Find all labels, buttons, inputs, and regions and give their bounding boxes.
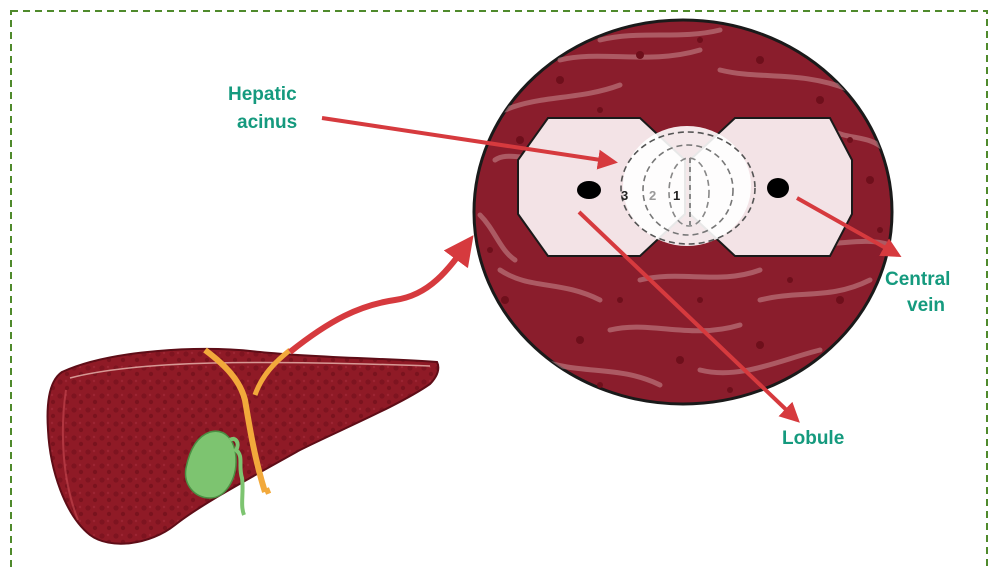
liver-illustration — [48, 349, 439, 544]
tissue-cross-section: 3 2 1 — [474, 20, 892, 404]
zone-2-label: 2 — [649, 188, 656, 203]
zone-1-label: 1 — [673, 188, 680, 203]
zoom-arrow — [290, 240, 470, 352]
central-vein-label-line2: vein — [907, 295, 945, 316]
hepatic-acinus-label-line2: acinus — [237, 112, 297, 133]
hepatic-acinus-label-line1: Hepatic — [228, 84, 297, 105]
zone-3-label: 3 — [621, 188, 628, 203]
lobule-label: Lobule — [782, 428, 844, 449]
central-vein-right — [767, 178, 789, 198]
central-vein-left — [577, 181, 601, 199]
central-vein-label-line1: Central — [885, 269, 950, 290]
